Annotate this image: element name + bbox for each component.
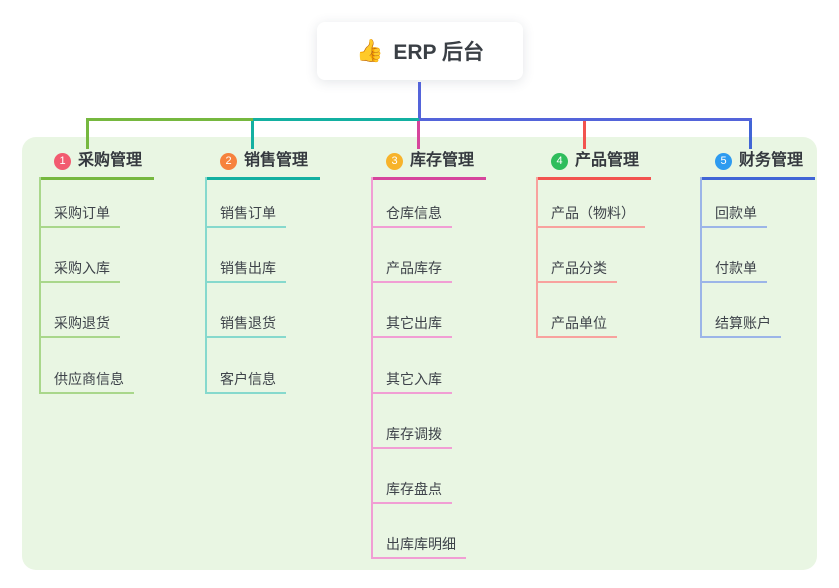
branch-number-badge: 2	[220, 153, 237, 170]
mindmap-node[interactable]: 其它入库	[371, 368, 452, 394]
mindmap-node[interactable]: 销售出库	[205, 257, 286, 283]
background-panel	[22, 137, 817, 570]
root-connector-stem	[418, 82, 421, 118]
branch-number-badge: 3	[386, 153, 403, 170]
mindmap-node[interactable]: 产品单位	[536, 312, 617, 338]
branch-header-inventory[interactable]: 3 库存管理	[371, 149, 487, 180]
rail-segment-blue	[419, 118, 752, 121]
mindmap-node[interactable]: 销售订单	[205, 202, 286, 228]
mindmap-node[interactable]: 客户信息	[205, 368, 286, 394]
mindmap-node[interactable]: 付款单	[700, 257, 767, 283]
branch-title: 采购管理	[78, 152, 143, 169]
branch-spine-line	[205, 177, 207, 394]
branch-header-product[interactable]: 4 产品管理	[536, 149, 652, 180]
mindmap-node[interactable]: 产品库存	[371, 257, 452, 283]
mindmap-node[interactable]: 结算账户	[700, 312, 781, 338]
mindmap-node[interactable]: 回款单	[700, 202, 767, 228]
root-title: ERP 后台	[393, 41, 485, 64]
mindmap-node[interactable]: 供应商信息	[39, 368, 134, 394]
mindmap-node[interactable]: 采购订单	[39, 202, 120, 228]
branch-number-badge: 1	[54, 153, 71, 170]
mindmap-node[interactable]: 库存调拨	[371, 423, 452, 449]
branch-drop-line	[86, 121, 89, 149]
branch-spine-line	[39, 177, 41, 394]
mindmap-node[interactable]: 仓库信息	[371, 202, 452, 228]
branch-header-purchase[interactable]: 1 采购管理	[39, 149, 155, 180]
branch-number-badge: 4	[551, 153, 568, 170]
mindmap-node[interactable]: 产品（物料）	[536, 202, 645, 228]
mindmap-node[interactable]: 产品分类	[536, 257, 617, 283]
branch-title: 财务管理	[739, 152, 804, 169]
mindmap-node[interactable]: 销售退货	[205, 312, 286, 338]
mindmap-node[interactable]: 采购入库	[39, 257, 120, 283]
branch-drop-line	[417, 121, 420, 149]
branch-number-badge: 5	[715, 153, 732, 170]
branch-title: 库存管理	[410, 152, 475, 169]
mindmap-node[interactable]: 采购退货	[39, 312, 120, 338]
branch-spine-line	[700, 177, 702, 338]
branch-drop-line	[749, 121, 752, 149]
thumbs-up-icon: 👍	[355, 38, 384, 63]
branch-spine-line	[371, 177, 373, 559]
branch-spine-line	[536, 177, 538, 338]
branch-drop-line	[251, 121, 254, 149]
rail-segment-green	[86, 118, 253, 121]
branch-header-finance[interactable]: 5 财务管理	[700, 149, 816, 180]
mindmap-node[interactable]: 库存盘点	[371, 478, 452, 504]
branch-drop-line	[583, 121, 586, 149]
branch-header-sales[interactable]: 2 销售管理	[205, 149, 321, 180]
branch-title: 产品管理	[575, 152, 640, 169]
mindmap-node[interactable]: 其它出库	[371, 312, 452, 338]
rail-segment-teal	[253, 118, 419, 121]
branch-title: 销售管理	[244, 152, 309, 169]
root-node[interactable]: 👍 ERP 后台	[317, 22, 523, 80]
mindmap-node[interactable]: 出库库明细	[371, 533, 466, 559]
